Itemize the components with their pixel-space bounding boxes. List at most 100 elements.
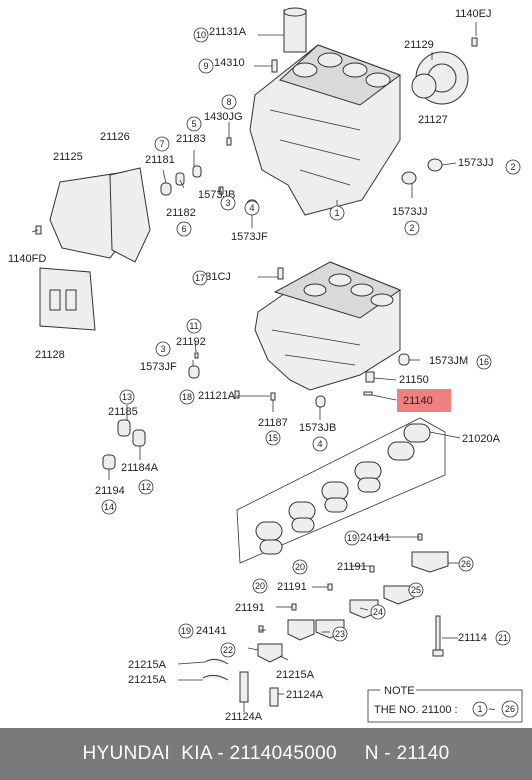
part-label-21114: 21114 [458,632,487,644]
ref-circle-25 [408,582,424,598]
parts-diagram: 21131A143101430JG2118321181211821573JB15… [8,7,523,723]
ref-circle-17 [192,270,208,286]
part-label-21184A: 21184A [121,462,159,474]
ref-circle-20 [292,559,308,575]
part-label-1140FD: 1140FD [8,253,46,265]
part-label-24141: 24141 [196,625,227,637]
part-label-21131A: 21131A [209,26,247,38]
ref-circle-2 [505,159,521,175]
part-label-14310: 14310 [214,57,245,69]
part-label-21128: 21128 [35,349,65,361]
part-label-1573JM: 1573JM [429,355,468,367]
part-label-21124A: 21124A [286,689,324,701]
part-label-21129: 21129 [404,39,434,51]
note-box: NOTE THE NO. 21100 : 1 ~ 26 [367,684,523,723]
ref-number-1: 1 [334,208,339,218]
ref-circle-19 [178,623,194,639]
ref-number-4: 4 [249,203,254,213]
ref-number-18: 18 [182,392,192,402]
ref-circle-5 [186,116,202,132]
ref-number-26: 26 [461,559,471,569]
ref-number-4: 4 [317,439,322,449]
ref-circle-24 [370,604,386,620]
lower-cylinder-block [254,261,402,391]
ref-number-12: 12 [141,482,151,492]
part-label-21215A: 21215A [128,659,167,671]
part-label-21150: 21150 [399,374,429,386]
ref-circle-21 [495,630,511,646]
part-label-1140EJ: 1140EJ [455,8,492,20]
ref-circle-13 [119,389,135,405]
footer-part-info: HYUNDAI KIA - 2114045000 N - 21140 [82,743,450,764]
ref-number-2: 2 [510,162,515,172]
lower-block-small-parts [102,267,410,470]
part-label-21191: 21191 [337,561,367,573]
ref-circle-8 [221,94,237,110]
ref-circle-19 [344,530,360,546]
ref-number-10: 10 [196,30,206,40]
ref-circle-6 [176,221,192,237]
ref-number-14: 14 [104,502,114,512]
main-bearing-set-21020A [236,417,446,564]
leader-lines [31,22,477,712]
ref-number-3: 3 [225,198,230,208]
ref-number-23: 23 [335,629,345,639]
part-label-21121A: 21121A [198,390,236,402]
bearing-caps [202,533,449,707]
ref-number-3: 3 [160,344,165,354]
part-label-21185: 21185 [108,406,138,418]
ref-number-22: 22 [223,645,233,655]
part-label-21181: 21181 [145,154,175,166]
ref-circle-10 [193,27,209,43]
part-label-21191: 21191 [277,581,307,593]
note-range-sep: ~ [489,704,495,716]
part-label-21126: 21126 [100,131,130,143]
upper-cylinder-block [249,44,402,216]
ref-circle-20 [252,578,268,594]
part-label-24141: 24141 [360,532,391,544]
ref-circle-22 [220,642,236,658]
note-range-start: 1 [477,704,482,714]
ref-number-13: 13 [122,392,132,402]
part-label-21215A: 21215A [128,674,167,686]
ref-number-7: 7 [159,139,164,149]
ref-circle-26 [458,556,474,572]
part-label-21194: 21194 [95,485,125,497]
ref-number-9: 9 [203,61,208,71]
upper-block-small-parts [35,37,478,331]
part-label-1573JJ: 1573JJ [458,157,493,169]
ref-number-25: 25 [411,585,421,595]
note-range-end: 26 [505,704,515,714]
ref-circle-3 [220,195,236,211]
part-label-21215A: 21215A [276,669,315,681]
note-range-start-circle [472,701,488,717]
part-label-21183: 21183 [176,133,206,145]
ref-number-2: 2 [409,223,414,233]
ref-number-16: 16 [479,357,489,367]
ref-circle-4 [312,436,328,452]
ref-circle-3 [155,341,171,357]
part-label-21191: 21191 [235,602,265,614]
part-label-21140: 21140 [403,395,433,407]
ref-circle-14 [101,499,117,515]
ref-circle-12 [138,479,154,495]
ref-number-19: 19 [347,533,357,543]
ref-number-21: 21 [498,633,508,643]
footer-bar: HYUNDAI KIA - 2114045000 N - 21140 [0,728,532,780]
ref-number-8: 8 [226,97,231,107]
part-label-21020A: 21020A [462,433,501,445]
ref-number-6: 6 [181,224,186,234]
ref-number-17: 17 [195,273,205,283]
ref-circle-4 [244,200,260,216]
part-label-21187: 21187 [258,417,288,429]
note-title: NOTE [384,685,415,697]
part-label-21127: 21127 [418,114,448,126]
ref-number-19: 19 [181,626,191,636]
ref-circle-23 [332,626,348,642]
cylinder-liner [283,7,307,53]
part-label-1573JJ: 1573JJ [392,206,427,218]
ref-number-20: 20 [255,581,265,591]
ref-circle-2 [404,220,420,236]
ref-number-20: 20 [295,562,305,572]
